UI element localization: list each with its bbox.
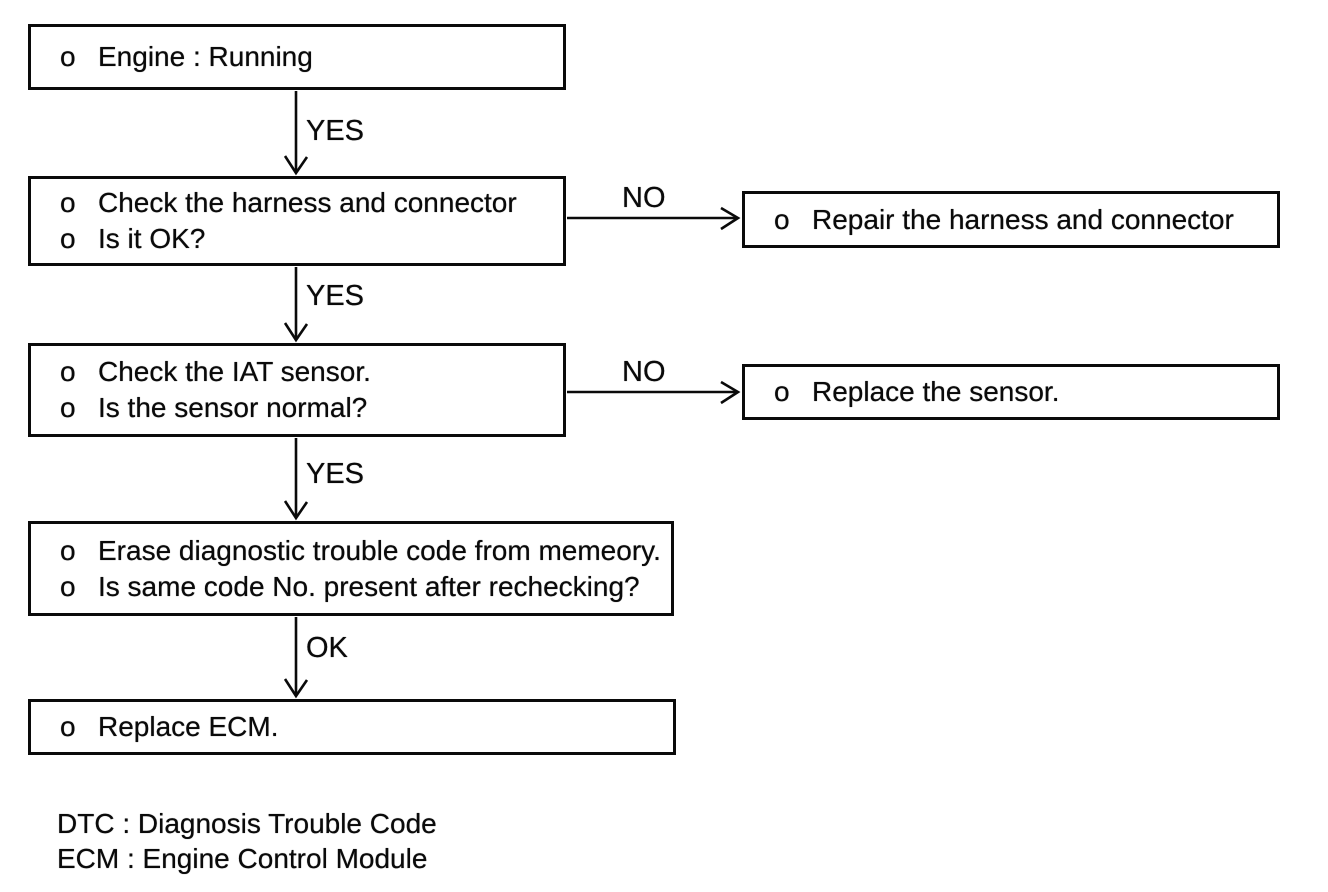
flow-box-erase-dtc-memory: o Erase diagnostic trouble code from mem…: [28, 521, 674, 616]
edge-label-yes-1: YES: [306, 115, 365, 147]
bullet-marker: o: [60, 223, 76, 254]
box-text: Repair the harness and connector: [812, 203, 1234, 235]
footnote-legend: DTC : Diagnosis Trouble Code ECM : Engin…: [57, 806, 437, 876]
box-text: Is the sensor normal?: [98, 392, 368, 423]
edge-label-ok-1: OK: [306, 632, 348, 664]
box-text: Check the harness and connector: [98, 187, 517, 218]
box-line: o Is the sensor normal?: [31, 390, 563, 426]
bullet-marker: o: [774, 203, 790, 235]
bullet-marker: o: [774, 376, 790, 407]
box-line: o Check the harness and connector: [31, 185, 563, 221]
edge-label-yes-2: YES: [306, 280, 365, 312]
flow-box-check-iat-sensor: o Check the IAT sensor. o Is the sensor …: [28, 343, 566, 437]
box-text: Is it OK?: [98, 223, 206, 254]
flow-box-replace-sensor: o Replace the sensor.: [742, 364, 1280, 420]
flow-box-replace-ecm: o Replace ECM.: [28, 699, 676, 755]
box-line: o Check the IAT sensor.: [31, 354, 563, 390]
box-text: Is same code No. present after recheckin…: [98, 570, 640, 602]
box-line: o Erase diagnostic trouble code from mem…: [31, 533, 671, 569]
box-text: Check the IAT sensor.: [98, 356, 371, 387]
arrow-yes-2: [283, 267, 309, 343]
box-line: o Repair the harness and connector: [745, 202, 1277, 238]
arrow-yes-3: [283, 438, 309, 521]
footnote-ecm: ECM : Engine Control Module: [57, 843, 428, 874]
flow-box-check-harness-connector: o Check the harness and connector o Is i…: [28, 176, 566, 266]
edge-label-yes-3: YES: [306, 458, 365, 490]
box-text: Replace the sensor.: [812, 376, 1060, 407]
flow-box-repair-harness-connector: o Repair the harness and connector: [742, 191, 1280, 248]
bullet-marker: o: [60, 711, 76, 742]
arrow-ok-1: [283, 617, 309, 699]
bullet-marker: o: [60, 187, 76, 218]
box-text: Erase diagnostic trouble code from memeo…: [98, 534, 661, 566]
bullet-marker: o: [60, 392, 76, 423]
bullet-marker: o: [60, 41, 76, 72]
bullet-marker: o: [60, 356, 76, 387]
box-line: o Engine : Running: [31, 39, 563, 75]
box-line: o Replace ECM.: [31, 709, 673, 745]
bullet-marker: o: [60, 534, 76, 566]
bullet-marker: o: [60, 570, 76, 602]
edge-label-no-1: NO: [622, 182, 666, 214]
flow-box-engine-running: o Engine : Running: [28, 24, 566, 90]
arrow-yes-1: [283, 91, 309, 176]
box-line: o Replace the sensor.: [745, 374, 1277, 410]
box-line: o Is it OK?: [31, 221, 563, 257]
box-text: Replace ECM.: [98, 711, 279, 742]
box-text: Engine : Running: [98, 41, 313, 72]
box-line: o Is same code No. present after recheck…: [31, 569, 671, 605]
footnote-dtc: DTC : Diagnosis Trouble Code: [57, 808, 437, 839]
edge-label-no-2: NO: [622, 356, 666, 388]
